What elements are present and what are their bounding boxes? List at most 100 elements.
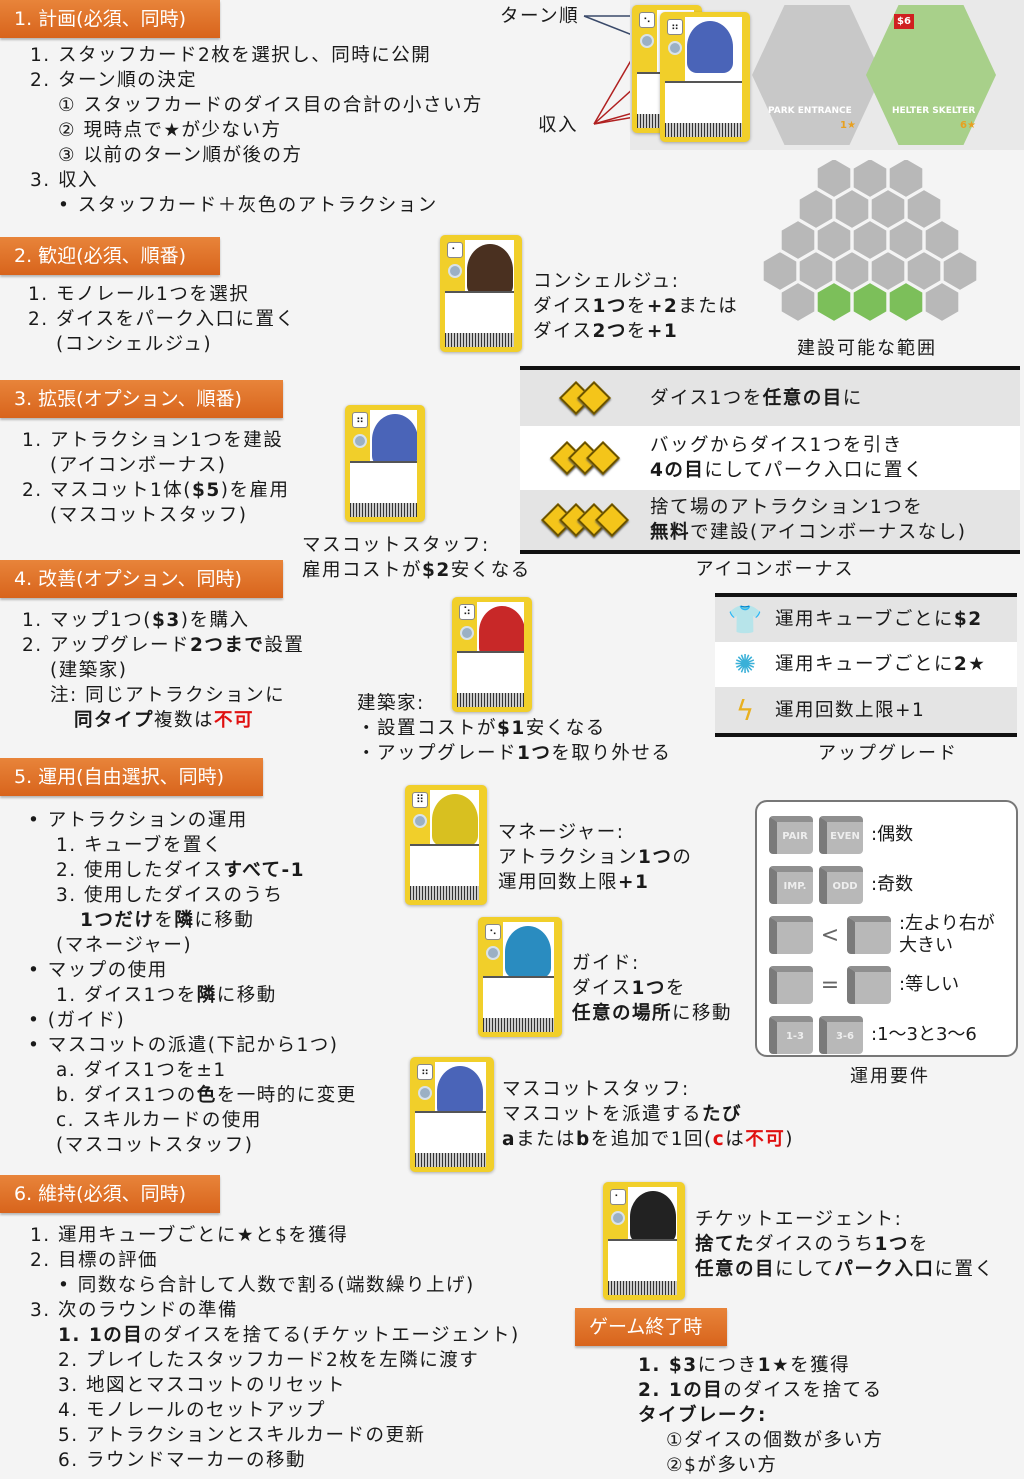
shirt-icon: 👕 (727, 603, 763, 636)
text: に移動 (216, 985, 277, 1006)
text: を (626, 296, 647, 317)
lightning-icon: ϟ (735, 693, 755, 727)
die-cube-icon: ODD (819, 866, 863, 904)
architect-description: 建築家:・設置コストが$1安くなる・アップグレード1つを取り外せる (357, 691, 671, 766)
upgrades-caption: アップグレード (818, 743, 958, 764)
hex-space (923, 218, 961, 262)
text: ・アップグレード (357, 743, 518, 764)
text-line: 雇用コストが$2安くなる (302, 558, 531, 583)
bold-text: 任意の場所 (572, 1003, 673, 1024)
hex-space (887, 218, 925, 262)
text-line: 捨て場のアトラクション1つを (650, 495, 967, 520)
bold-text: タイブレーク: (638, 1405, 767, 1426)
mascot-card: ⠶ (660, 12, 750, 142)
requirement-label: :左より右が 大きい (899, 913, 995, 956)
text-line: (建築家) (22, 658, 304, 683)
text: マスコットスタッフ: (302, 535, 490, 556)
bold-text: 2★ (953, 654, 987, 675)
text: (マスコットスタッフ) (56, 1135, 254, 1156)
text: を (154, 910, 175, 931)
text: ①ダイスの個数が多い方 (666, 1430, 884, 1451)
guide-description: ガイド:ダイス1つを任意の場所に移動 (572, 951, 732, 1026)
text: ダイスのうち (755, 1234, 875, 1255)
text: バッグからダイス1つを引き (650, 435, 903, 456)
income-label: 収入 (538, 115, 579, 136)
hex-space (923, 280, 961, 324)
bold-text: 2. 1の目 (638, 1380, 724, 1401)
text: c. スキルカードの使用 (56, 1110, 262, 1131)
text-line: 任意の場所に移動 (572, 1001, 732, 1026)
text-line: マスコットを派遣するたび (502, 1102, 794, 1127)
die-cube-icon (847, 916, 891, 954)
text: ・設置コストが (357, 718, 498, 739)
bold-text: 4の目 (650, 460, 705, 481)
tile-stars: 6★ (960, 120, 976, 131)
text: マスコットスタッフ: (502, 1079, 690, 1100)
text-line: アトラクション1つの (498, 845, 692, 870)
text-line: c. スキルカードの使用 (28, 1108, 357, 1133)
comparison-symbol: = (820, 972, 840, 998)
hex-space (851, 280, 889, 324)
text: (アイコンボーナス) (50, 455, 227, 476)
mascot-staff-card: ⠶ (410, 1057, 494, 1172)
text: コンシェルジュ: (533, 271, 680, 292)
text-line: タイブレーク: (638, 1403, 884, 1428)
text-line: チケットエージェント: (695, 1207, 995, 1232)
bold-text: 1つ (638, 847, 673, 868)
icon-bonus-row: ダイス1つを任意の目に (520, 370, 1020, 426)
text-line: 同タイプ複数は不可 (22, 708, 304, 733)
text-line: 1. 1の目のダイスを捨てる(チケットエージェント) (30, 1323, 520, 1348)
text-line: • スタッフカード＋灰色のアトラクション (30, 193, 483, 218)
section-header-welcome: 2. 歓迎(必須、順番) (0, 237, 220, 275)
text-line: (アイコンボーナス) (22, 453, 290, 478)
mascot-staff-card: ⠶ (345, 405, 425, 522)
text-line: (マスコットスタッフ) (22, 503, 290, 528)
text-line: 捨てたダイスのうち1つを (695, 1232, 995, 1257)
text-line: ①ダイスの個数が多い方 (638, 1428, 884, 1453)
text: (マスコットスタッフ) (50, 505, 248, 526)
text-line: b. ダイス1つの色を一時的に変更 (28, 1083, 357, 1108)
text: a. ダイス1つを±1 (56, 1060, 227, 1081)
text: 2. 使用したダイス (56, 860, 224, 881)
text: 1. キューブを置く (56, 835, 223, 856)
text: を (665, 978, 686, 999)
hex-space (833, 187, 871, 231)
text: を (626, 321, 647, 342)
text: に置く (934, 1259, 995, 1280)
text-line: 2. アップグレード2つまで設置 (22, 633, 304, 658)
bold-text: b (576, 1129, 591, 1150)
text-line: 1. キューブを置く (28, 833, 357, 858)
hex-space (779, 280, 817, 324)
upgrade-text: 運用キューブごとに2★ (775, 652, 986, 677)
manager-description: マネージャー:アトラクション1つの運用回数上限+1 (498, 820, 692, 895)
text-line: ③ 以前のターン順が後の方 (30, 143, 483, 168)
text: 建築家: (357, 693, 425, 714)
hex-space (941, 249, 979, 293)
hex-space (815, 218, 853, 262)
text-line: ② 現時点で★が少ない方 (30, 118, 483, 143)
section-header-planning: 1. 計画(必須、同時) (0, 0, 220, 38)
text-line: マスコットスタッフ: (502, 1077, 794, 1102)
bold-text: パーク入口 (834, 1259, 935, 1280)
bold-text: 1つ (631, 978, 666, 999)
text-line: 3. 次のラウンドの準備 (30, 1298, 520, 1323)
requirement-label: :奇数 (871, 874, 914, 895)
hex-space (815, 280, 853, 324)
text: のダイスを捨てる(チケットエージェント) (143, 1325, 520, 1346)
text: 設置 (264, 635, 305, 656)
text: 1. マップ1つ( (22, 610, 153, 631)
text-line: 任意の目にしてパーク入口に置く (695, 1257, 995, 1282)
text: を追加で1回( (590, 1129, 713, 1150)
text-line: 1. ダイス1つを隣に移動 (28, 983, 357, 1008)
text: に (842, 387, 863, 409)
comparison-symbol: < (820, 922, 840, 948)
text: 1. モノレール1つを選択 (28, 284, 250, 305)
text-line: 2. プレイしたスタッフカード2枚を左隣に渡す (30, 1348, 520, 1373)
hex-space (815, 160, 853, 200)
text: 3. 使用したダイスのうち (56, 885, 284, 906)
